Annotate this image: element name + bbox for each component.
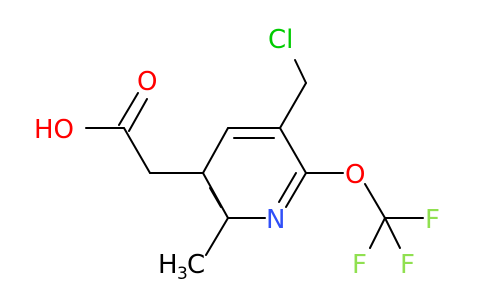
- bond-cf3-f2: [369, 217, 386, 249]
- bond-c-o-double-b: [128, 98, 148, 132]
- atom-label-o-carbonyl: O: [137, 67, 157, 97]
- methyl-h: H: [158, 250, 178, 280]
- atom-label-methyl: H 3 C: [158, 250, 205, 284]
- bond-c-o-double-a: [118, 92, 139, 126]
- bond-ring-c2-n-inner: [278, 172, 297, 203]
- bond-ring-c6-c5-inner: [209, 187, 222, 208]
- atom-label-f2: F: [352, 250, 367, 280]
- methyl-c: C: [187, 250, 205, 280]
- bond-ring-c5-c4: [202, 127, 229, 174]
- bond-cf3-f3: [384, 217, 401, 249]
- bond-o-cf3: [364, 183, 386, 219]
- bond-c3-ch2: [279, 82, 307, 129]
- atom-label-f1: F: [425, 205, 440, 235]
- atom-label-o-ether: O: [345, 160, 365, 190]
- atom-label-n: N: [266, 205, 285, 235]
- atom-label-cl: Cl: [268, 25, 293, 55]
- bond-ring-c6-c5: [202, 172, 229, 219]
- methyl-subscript: 3: [177, 264, 188, 284]
- atom-label-oh: HO: [34, 115, 74, 145]
- bond-ch2-cooh: [123, 127, 151, 174]
- bond-ch2-cl: [294, 59, 307, 84]
- bond-ring-c3-c2: [279, 127, 307, 174]
- bond-ring-c2-n: [285, 172, 307, 208]
- bond-c6-methyl: [205, 217, 229, 256]
- atom-label-f3: F: [400, 250, 415, 280]
